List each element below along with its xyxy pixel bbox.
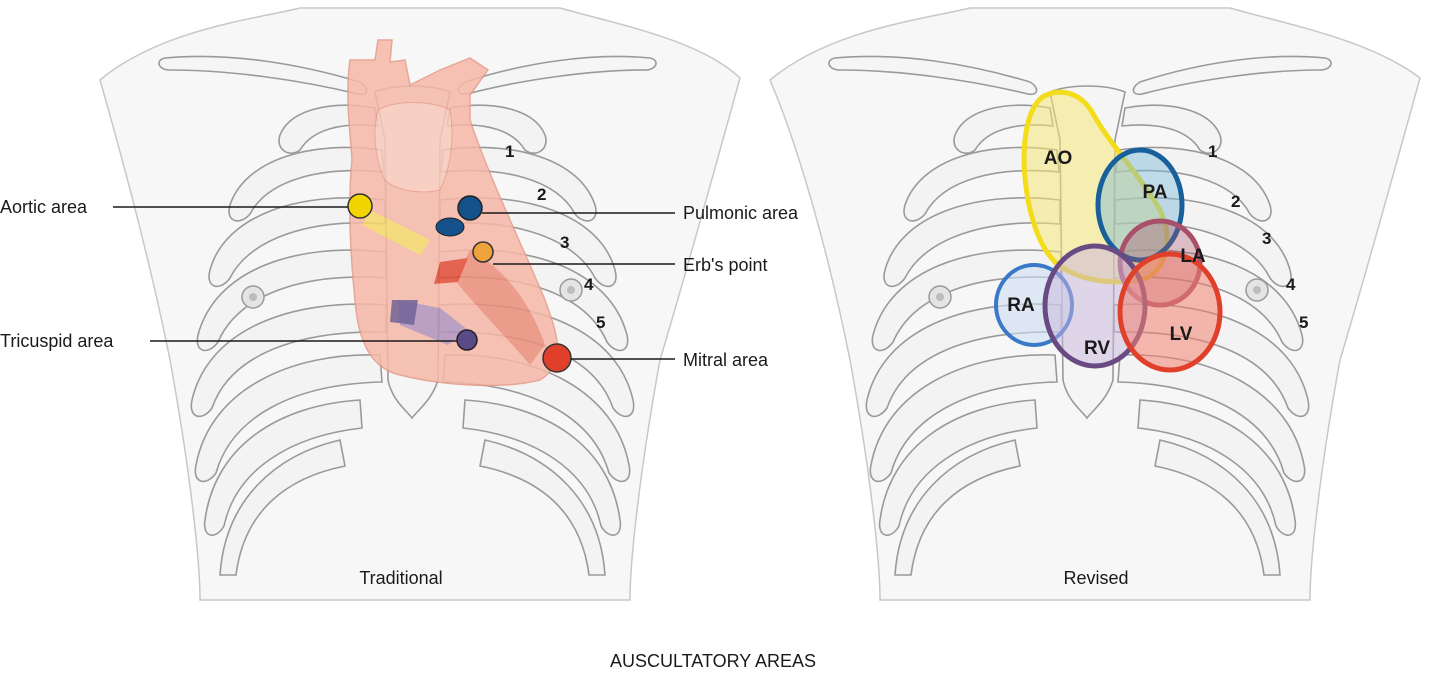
aortic-area-label: Aortic area (0, 197, 88, 217)
erbs-point-label: Erb's point (683, 255, 767, 275)
rib-number-5: 5 (596, 313, 605, 332)
revised-rib-number-4: 4 (1286, 275, 1296, 294)
figure-title: AUSCULTATORY AREAS (610, 651, 816, 671)
lv-label: LV (1170, 324, 1193, 345)
traditional-torso: 1 2 3 4 5 Aortic area Pulmonic area Erb'… (0, 7, 799, 601)
heart-overlay (347, 39, 559, 387)
ra-label: RA (1007, 295, 1035, 316)
ao-label: AO (1044, 148, 1073, 169)
la-label: LA (1180, 246, 1206, 267)
revised-rib-number-1: 1 (1208, 142, 1217, 161)
mitral-area-label: Mitral area (683, 350, 769, 370)
lv-region (1117, 251, 1223, 373)
mitral-marker (542, 343, 572, 373)
tricuspid-marker (456, 329, 478, 351)
pulmonic-marker (457, 195, 483, 221)
rv-label: RV (1084, 338, 1110, 359)
revised-rib-number-3: 3 (1262, 229, 1271, 248)
revised-rib-number-2: 2 (1231, 192, 1240, 211)
traditional-caption: Traditional (359, 568, 442, 588)
revised-torso: AO PA LA RA RV LV 1 2 3 4 5 Revised (769, 7, 1421, 601)
revised-rib-number-5: 5 (1299, 313, 1308, 332)
pa-region (1095, 147, 1185, 263)
revised-caption: Revised (1063, 568, 1128, 588)
erbs-point-marker (472, 241, 494, 263)
rib-number-3: 3 (560, 233, 569, 252)
aortic-marker (347, 193, 373, 219)
pulmonic-area-label: Pulmonic area (683, 203, 799, 223)
rib-number-1: 1 (505, 142, 514, 161)
rib-number-2: 2 (537, 185, 546, 204)
pa-label: PA (1143, 182, 1168, 203)
tricuspid-area-label: Tricuspid area (0, 331, 114, 351)
rib-number-4: 4 (584, 275, 594, 294)
